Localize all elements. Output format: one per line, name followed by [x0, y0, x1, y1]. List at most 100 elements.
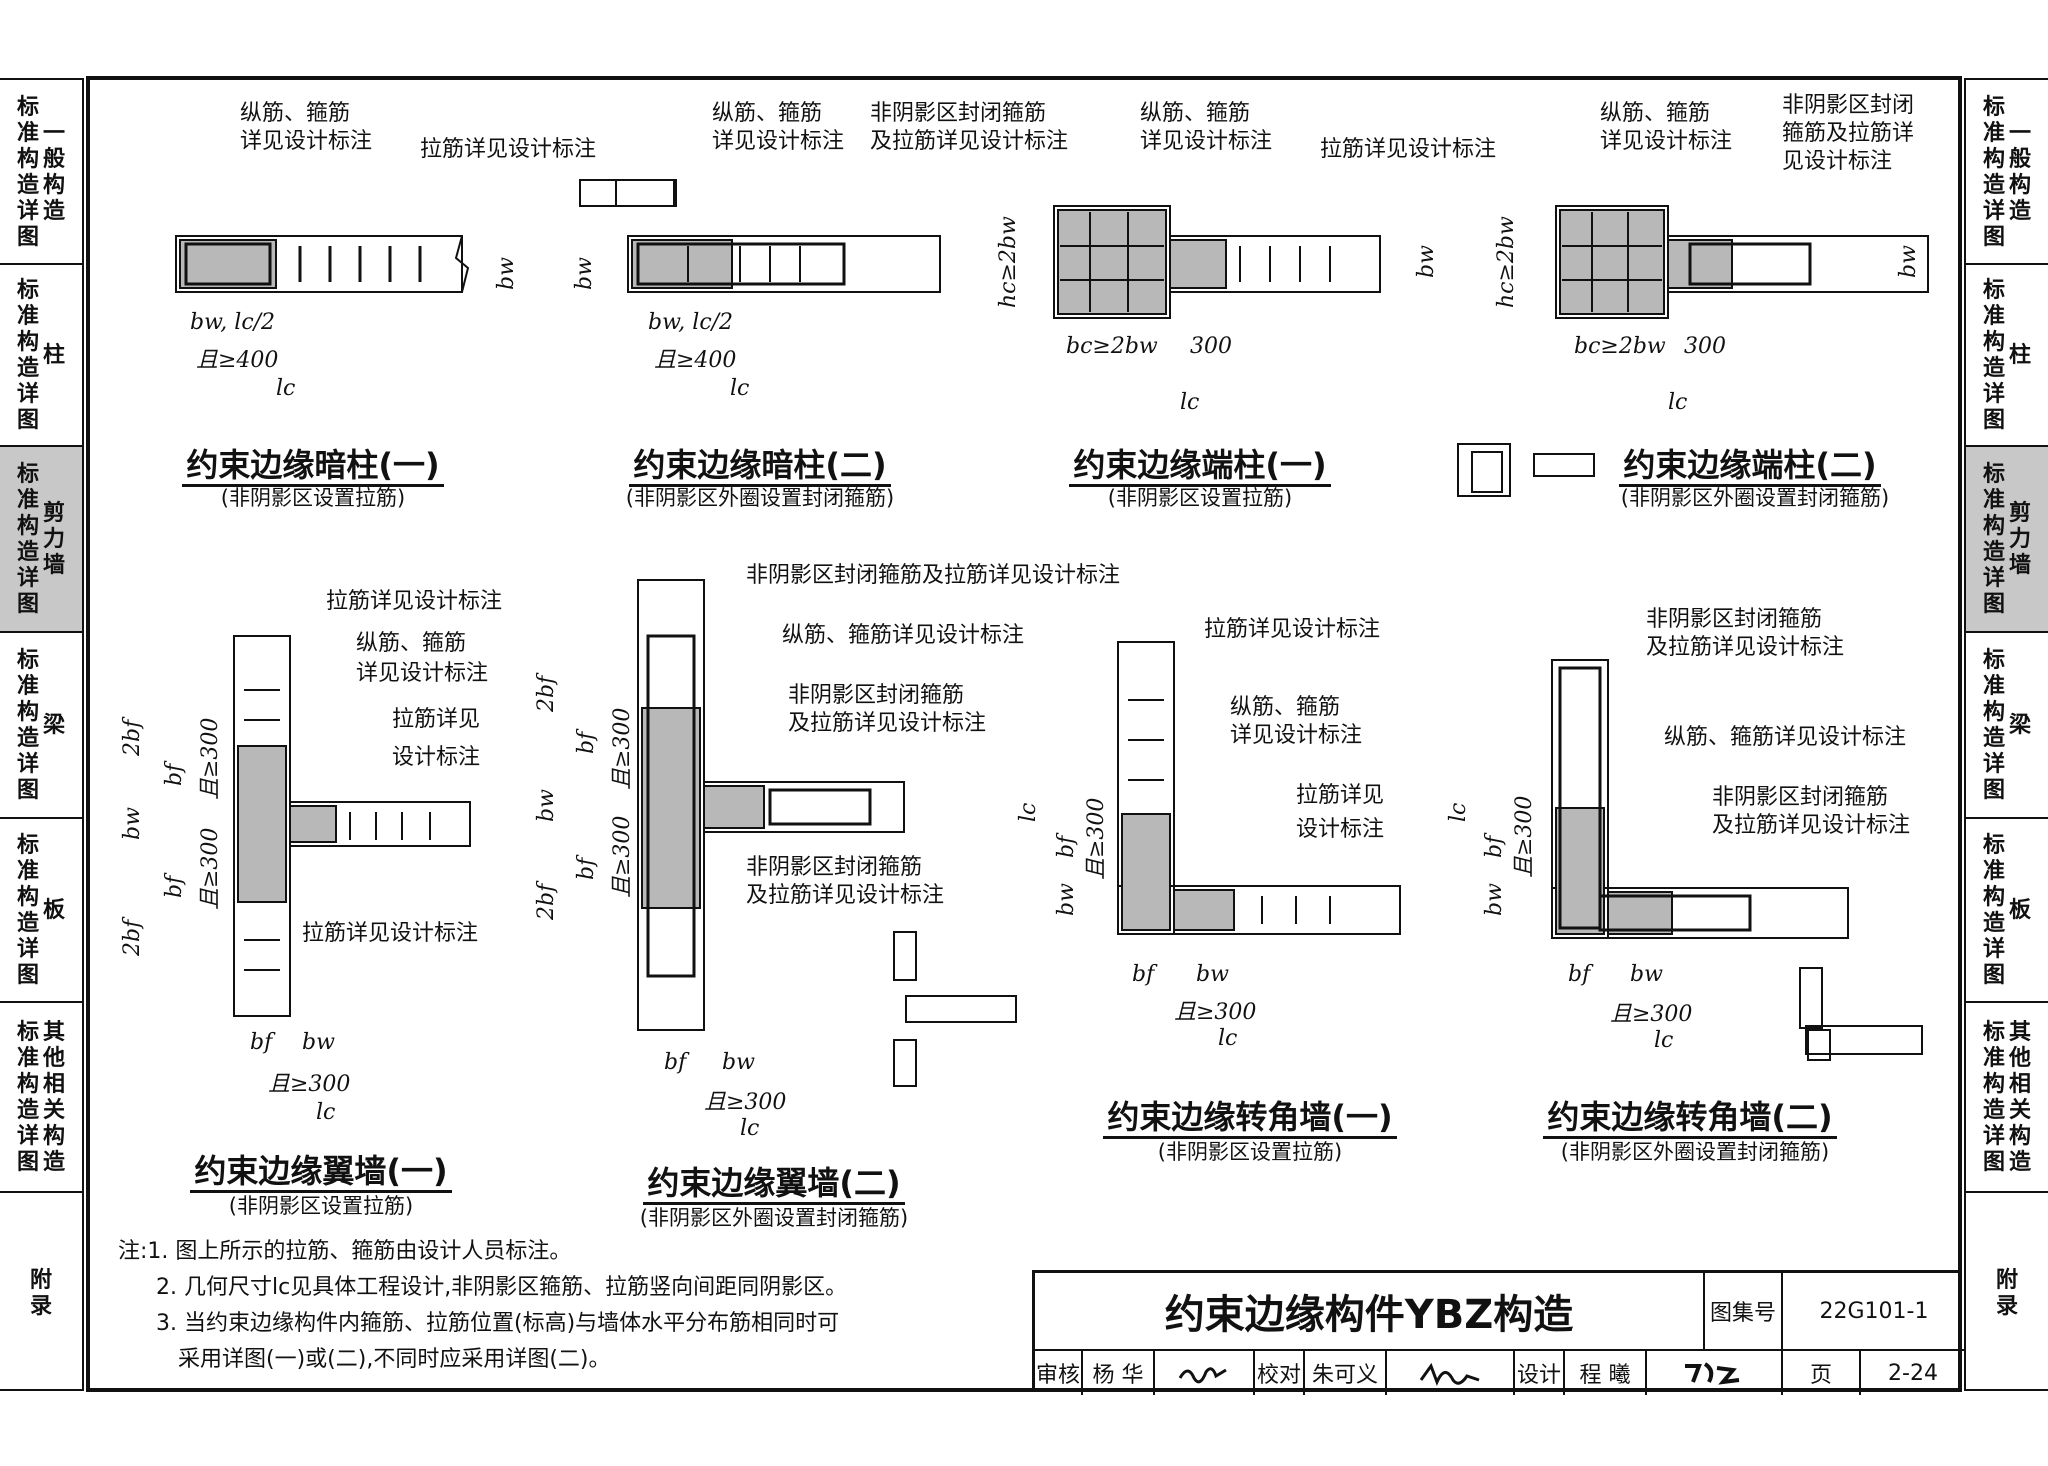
atlas-number: 22G101-1	[1783, 1273, 1965, 1351]
f8-dim-1: bf	[1568, 962, 1591, 987]
f7-dim-2: bw	[1196, 962, 1229, 987]
left-sidebar-tab-5[interactable]: 标准构造详图板	[0, 819, 82, 1003]
f7-dim-v4: bw	[1054, 883, 1079, 916]
tab-series-label: 标准构造详图	[1982, 647, 2005, 803]
tab-topic-label: 板	[43, 897, 66, 923]
signature-mark	[1685, 1362, 1740, 1385]
f1-label-1: 纵筋、箍筋	[240, 101, 351, 126]
left-sidebar-tab-1[interactable]: 标准构造详图一般构造	[0, 80, 82, 265]
tab-topic-label: 柱	[2009, 342, 2032, 368]
f4-title: 约束边缘端柱(二)	[1600, 440, 1900, 487]
f2-dim-3: lc	[730, 376, 750, 401]
tab-topic-label: 梁	[2009, 712, 2032, 738]
right-sidebar-tab-1[interactable]: 标准构造详图一般构造	[1966, 80, 2048, 265]
f6-label-6: 及拉筋详见设计标注	[746, 883, 945, 908]
f4-label-4: 箍筋及拉筋详	[1782, 121, 1915, 146]
reviewer-name: 杨 华	[1083, 1351, 1155, 1395]
f6-dim-v1: 2bf	[534, 675, 559, 712]
f8-dim-4: lc	[1654, 1028, 1674, 1053]
checker-name: 朱可义	[1305, 1351, 1387, 1395]
tab-series-label: 标准构造详图	[1982, 277, 2005, 433]
f8-label-3: 纵筋、箍筋详见设计标注	[1664, 725, 1907, 750]
tab-topic-label: 一般构造	[43, 119, 66, 224]
f1-subtitle: (非阴影区设置拉筋)	[220, 486, 406, 510]
f5-dim-v7: 2bf	[120, 919, 145, 956]
tab-topic-label: 板	[2009, 897, 2032, 923]
f4-subtitle: (非阴影区外圈设置封闭箍筋)	[1620, 486, 1890, 510]
f7-label-4: 拉筋详见	[1296, 783, 1385, 808]
f4-dim-2: 300	[1684, 334, 1726, 359]
f2-dim-v: bw	[572, 257, 597, 290]
f5-dim-2: bw	[302, 1030, 335, 1055]
right-sidebar-tab-4[interactable]: 标准构造详图梁	[1966, 633, 2048, 819]
f1-dim-v: bw	[494, 257, 519, 290]
f6-label-2: 纵筋、箍筋详见设计标注	[782, 623, 1025, 648]
f2-label-1: 纵筋、箍筋	[712, 101, 823, 126]
f6-dim-v6: 且≥300	[610, 815, 635, 898]
right-sidebar: 标准构造详图一般构造标准构造详图柱标准构造详图剪力墙标准构造详图梁标准构造详图板…	[1964, 78, 2048, 1391]
right-sidebar-tab-6[interactable]: 标准构造详图其他相关构造	[1966, 1003, 2048, 1193]
designer-signature	[1647, 1351, 1783, 1395]
tab-topic-label: 附录	[1995, 1267, 2018, 1319]
right-sidebar-tab-7[interactable]: 附录	[1966, 1193, 2048, 1393]
note-4: 采用详图(一)或(二),不同时应采用详图(二)。	[178, 1347, 611, 1372]
f7-subtitle: (非阴影区设置拉筋)	[1157, 1140, 1343, 1164]
signature-mark	[1178, 1367, 1227, 1384]
right-sidebar-tab-5[interactable]: 标准构造详图板	[1966, 819, 2048, 1003]
f6-section	[637, 579, 1017, 1087]
f8-label-2: 及拉筋详见设计标注	[1646, 635, 1845, 660]
f3-dim-3: lc	[1180, 390, 1200, 415]
f5-subtitle: (非阴影区设置拉筋)	[228, 1194, 414, 1218]
f3-dim-2: 300	[1190, 334, 1232, 359]
f5-dim-v3: 且≥300	[198, 717, 223, 800]
f1-section	[175, 235, 470, 293]
f4-label-5: 见设计标注	[1782, 149, 1893, 174]
tab-series-label: 标准构造详图	[1982, 461, 2005, 617]
f8-subtitle: (非阴影区外圈设置封闭箍筋)	[1560, 1140, 1830, 1164]
right-sidebar-tab-3[interactable]: 标准构造详图剪力墙	[1966, 447, 2048, 633]
f5-dim-1: bf	[250, 1030, 273, 1055]
f6-dim-2: bw	[722, 1050, 755, 1075]
tab-topic-label: 附录	[29, 1267, 52, 1319]
left-sidebar-tab-3[interactable]: 标准构造详图剪力墙	[0, 447, 82, 633]
left-sidebar-tab-4[interactable]: 标准构造详图梁	[0, 633, 82, 819]
f8-section	[1551, 659, 1923, 1061]
f1-label-2: 详见设计标注	[240, 129, 373, 154]
tab-series-label: 标准构造详图	[16, 832, 39, 988]
page-number: 2-24	[1888, 1360, 1938, 1386]
f6-label-1: 非阴影区封闭箍筋及拉筋详见设计标注	[746, 563, 1121, 588]
page-label: 页	[1783, 1351, 1861, 1395]
f8-label-5: 及拉筋详见设计标注	[1712, 813, 1911, 838]
left-sidebar-tab-6[interactable]: 标准构造详图其他相关构造	[0, 1003, 82, 1193]
f1-dim-1: bw, lc/2	[190, 310, 276, 335]
note-1: 注:1. 图上所示的拉筋、箍筋由设计人员标注。	[118, 1239, 572, 1264]
tab-topic-label: 一般构造	[2009, 119, 2032, 224]
f2-subtitle: (非阴影区外圈设置封闭箍筋)	[625, 486, 895, 510]
f5-dim-v2: bf	[162, 763, 187, 786]
f3-dim-v: hc≥2bw	[996, 216, 1021, 308]
f4-section	[1457, 205, 1929, 497]
f7-dim-v2: bf	[1054, 835, 1079, 858]
right-sidebar-tab-2[interactable]: 标准构造详图柱	[1966, 265, 2048, 447]
left-sidebar-tab-2[interactable]: 标准构造详图柱	[0, 265, 82, 447]
tab-series-label: 标准构造详图	[16, 1019, 39, 1175]
f7-label-1: 拉筋详见设计标注	[1204, 617, 1381, 642]
f7-title: 约束边缘转角墙(一)	[1090, 1092, 1410, 1139]
tab-series-label: 标准构造详图	[1982, 832, 2005, 988]
left-sidebar-tab-7[interactable]: 附录	[0, 1193, 82, 1393]
f8-dim-2: bw	[1630, 962, 1663, 987]
f5-section	[233, 635, 471, 1017]
f5-title: 约束边缘翼墙(一)	[176, 1146, 466, 1193]
f6-label-3: 非阴影区封闭箍筋	[788, 683, 965, 708]
f8-dim-v2: bf	[1482, 835, 1507, 858]
checker-signature	[1387, 1351, 1515, 1395]
f7-dim-1: bf	[1132, 962, 1155, 987]
f2-title: 约束边缘暗柱(二)	[610, 440, 910, 487]
f4-dim-1: bc≥2bw	[1574, 334, 1666, 359]
f8-dim-3: 且≥300	[1610, 1002, 1693, 1027]
f7-dim-3: 且≥300	[1174, 1000, 1257, 1025]
f5-label-5: 设计标注	[392, 745, 481, 770]
f6-title: 约束边缘翼墙(二)	[624, 1158, 924, 1205]
f1-title: 约束边缘暗柱(一)	[168, 440, 458, 487]
